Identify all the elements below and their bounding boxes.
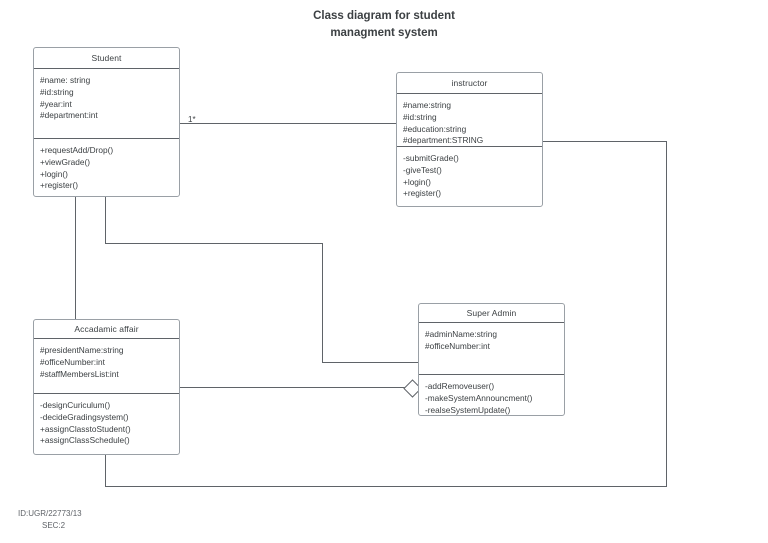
connector-student-superadmin-seg1 <box>105 197 106 243</box>
attributes-super-admin: #adminName:string #officeNumber:int <box>419 323 564 375</box>
methods-instructor: -submitGrade() -giveTest() +login() +reg… <box>397 147 542 204</box>
attribute-row: #id:string <box>40 86 74 97</box>
multiplicity-label-student-instructor: 1* <box>188 115 196 124</box>
attribute-row: #education:string <box>403 123 467 134</box>
class-name-super-admin: Super Admin <box>419 304 564 323</box>
method-row: +register() <box>403 188 442 199</box>
method-row: -decideGradingsystem() <box>40 411 129 422</box>
class-box-instructor[interactable]: instructor #name:string #id:string #educ… <box>396 72 543 207</box>
methods-student: +requestAdd/Drop() +viewGrade() +login()… <box>34 139 179 196</box>
attributes-academic-affair: #presidentName:string #officeNumber:int … <box>34 339 179 394</box>
connector-instructor-academic-seg1 <box>543 141 667 142</box>
connector-student-academic-vertical <box>75 197 76 319</box>
method-row: -makeSystemAnnouncment() <box>425 392 533 403</box>
footer-id: ID:UGR/22773/13 <box>18 509 82 518</box>
attribute-row: #name: string <box>40 75 91 85</box>
attribute-row: #adminName:string <box>425 329 497 339</box>
footer-identification: ID:UGR/22773/13 SEC:2 <box>18 508 82 532</box>
method-row: +assignClasstoStudent() <box>40 423 131 434</box>
class-name-student: Student <box>34 48 179 69</box>
method-row: +assignClassSchedule() <box>40 435 130 446</box>
connector-student-superadmin-seg3 <box>322 243 323 363</box>
method-row: -designCuriculum() <box>40 400 111 410</box>
attributes-instructor: #name:string #id:string #education:strin… <box>397 94 542 147</box>
connector-student-instructor <box>180 123 396 124</box>
methods-super-admin: -addRemoveuser() -makeSystemAnnouncment(… <box>419 375 564 415</box>
attribute-row: #department:STRING <box>403 135 484 146</box>
connector-instructor-academic-seg3 <box>105 486 667 487</box>
attributes-student: #name: string #id:string #year:int #depa… <box>34 69 179 139</box>
method-row: +viewGrade() <box>40 156 91 167</box>
connector-instructor-academic-seg4 <box>105 455 106 486</box>
class-box-super-admin[interactable]: Super Admin #adminName:string #officeNum… <box>418 303 565 416</box>
methods-academic-affair: -designCuriculum() -decideGradingsystem(… <box>34 394 179 451</box>
method-row: -submitGrade() <box>403 153 459 163</box>
attribute-row: #department:int <box>40 110 98 121</box>
attribute-row: #presidentName:string <box>40 345 124 355</box>
attribute-row: #id:string <box>403 111 437 122</box>
connector-student-superadmin-seg2 <box>105 243 323 244</box>
attribute-row: #officeNumber:int <box>40 356 105 367</box>
class-name-instructor: instructor <box>397 73 542 94</box>
method-row: +login() <box>403 176 431 187</box>
class-name-academic-affair: Accadamic affair <box>34 320 179 339</box>
footer-section: SEC:2 <box>42 521 66 530</box>
attribute-row: #year:int <box>40 98 72 109</box>
attribute-row: #staffMembersList:int <box>40 368 119 379</box>
method-row: +register() <box>40 180 79 191</box>
method-row: +requestAdd/Drop() <box>40 145 114 155</box>
attribute-row: #name:string <box>403 100 451 110</box>
class-box-student[interactable]: Student #name: string #id:string #year:i… <box>33 47 180 197</box>
class-box-academic-affair[interactable]: Accadamic affair #presidentName:string #… <box>33 319 180 455</box>
page-title: Class diagram for student managment syst… <box>313 10 455 39</box>
method-row: -addRemoveuser() <box>425 381 495 391</box>
method-row: -giveTest() <box>403 164 442 175</box>
connector-academic-superadmin-aggregation <box>180 387 412 388</box>
method-row: -realseSystemUpdate() <box>425 404 511 415</box>
connector-student-superadmin-seg4 <box>322 362 418 363</box>
connector-instructor-academic-seg2 <box>666 141 667 486</box>
attribute-row: #officeNumber:int <box>425 340 490 351</box>
method-row: +login() <box>40 168 68 179</box>
